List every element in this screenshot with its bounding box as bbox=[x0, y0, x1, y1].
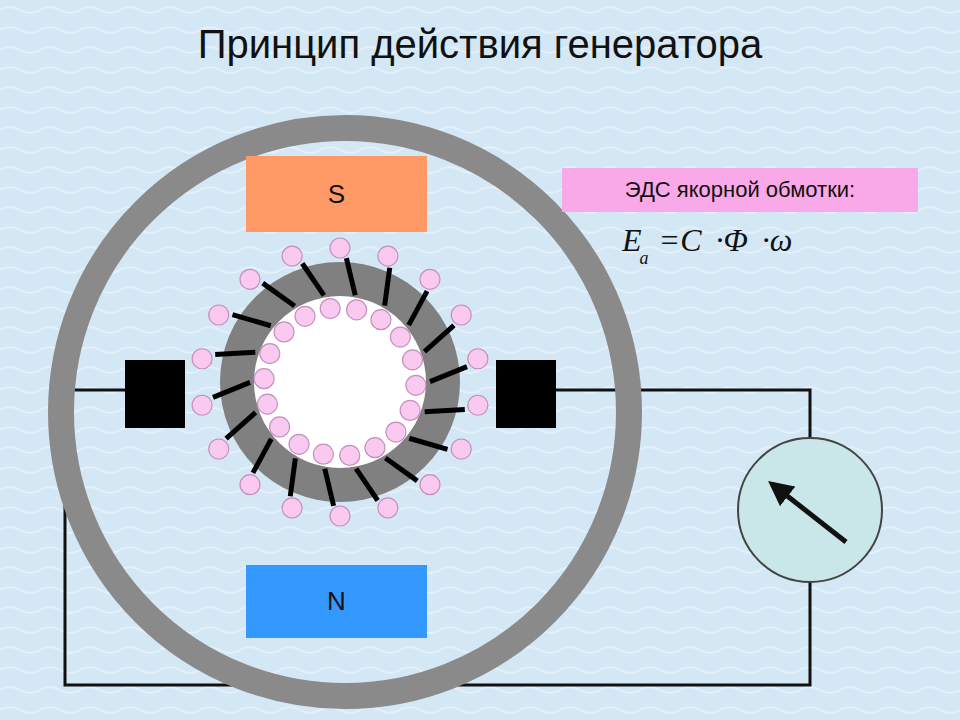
pole-north: N bbox=[246, 565, 427, 638]
conductor-end bbox=[400, 400, 420, 420]
conductor-end bbox=[274, 322, 294, 342]
wire bbox=[526, 390, 810, 438]
galvanometer bbox=[738, 438, 882, 582]
conductor bbox=[302, 264, 324, 296]
conductor bbox=[213, 382, 250, 397]
conductor-end bbox=[390, 327, 410, 347]
conductor-end bbox=[209, 305, 229, 325]
conductor-end bbox=[365, 438, 385, 458]
conductor bbox=[346, 258, 355, 295]
conductor-end bbox=[320, 299, 340, 319]
conductor-end bbox=[420, 475, 440, 495]
conductor-end bbox=[240, 475, 260, 495]
pole-south: S bbox=[246, 156, 427, 232]
conductor-end bbox=[240, 269, 260, 289]
conductor-end bbox=[313, 444, 333, 464]
conductor-end bbox=[386, 422, 406, 442]
conductor bbox=[253, 439, 271, 473]
conductor-end bbox=[254, 369, 274, 389]
conductor-end bbox=[468, 395, 488, 415]
conductor-end bbox=[451, 305, 471, 325]
conductor-end bbox=[330, 506, 350, 526]
formula-caption-box: ЭДС якорной обмотки: bbox=[562, 168, 918, 212]
conductor-end bbox=[371, 310, 391, 330]
conductor-end bbox=[270, 417, 290, 437]
conductor-end bbox=[295, 306, 315, 326]
conductor-end bbox=[282, 498, 302, 518]
formula-expression: =C ·Φ ·ω bbox=[659, 222, 793, 259]
conductor-end bbox=[192, 349, 212, 369]
conductor-end bbox=[330, 238, 350, 258]
conductor-end bbox=[260, 344, 280, 364]
formula-symbol: E bbox=[622, 222, 642, 259]
conductor bbox=[215, 352, 255, 354]
conductor-end bbox=[209, 439, 229, 459]
conductor-end bbox=[420, 269, 440, 289]
armature-bore bbox=[254, 296, 426, 468]
conductor-end bbox=[289, 434, 309, 454]
node-text: S bbox=[328, 179, 345, 210]
conductor bbox=[424, 325, 453, 351]
conductor bbox=[290, 458, 295, 496]
conductor bbox=[385, 458, 417, 481]
conductor-end bbox=[282, 246, 302, 266]
conductor-end bbox=[347, 300, 367, 320]
title: Принцип действия генератора bbox=[0, 22, 960, 67]
conductor bbox=[226, 412, 255, 438]
conductor bbox=[232, 315, 270, 326]
conductor-end bbox=[340, 445, 360, 465]
armature-winding bbox=[192, 238, 488, 526]
meter-needle bbox=[772, 484, 846, 542]
conductor-end bbox=[257, 394, 277, 414]
conductor bbox=[325, 469, 334, 506]
conductor bbox=[409, 291, 427, 325]
conductor bbox=[385, 268, 390, 306]
brush bbox=[125, 360, 185, 428]
conductor-end bbox=[403, 350, 423, 370]
brush bbox=[496, 360, 556, 428]
conductor-end bbox=[378, 246, 398, 266]
node-text: N bbox=[327, 586, 346, 617]
conductor bbox=[263, 283, 295, 306]
conductor bbox=[430, 367, 467, 382]
conductor bbox=[409, 438, 447, 449]
node-text: ЭДС якорной обмотки: bbox=[625, 177, 855, 203]
conductor bbox=[356, 469, 378, 501]
conductor-end bbox=[192, 395, 212, 415]
formula-subscript: a bbox=[640, 248, 649, 269]
conductor-end bbox=[468, 349, 488, 369]
stator-yoke bbox=[61, 128, 629, 696]
conductor bbox=[425, 410, 465, 412]
conductor-end bbox=[406, 375, 426, 395]
conductor-end bbox=[378, 498, 398, 518]
armature-core bbox=[220, 262, 460, 502]
conductor-end bbox=[451, 439, 471, 459]
